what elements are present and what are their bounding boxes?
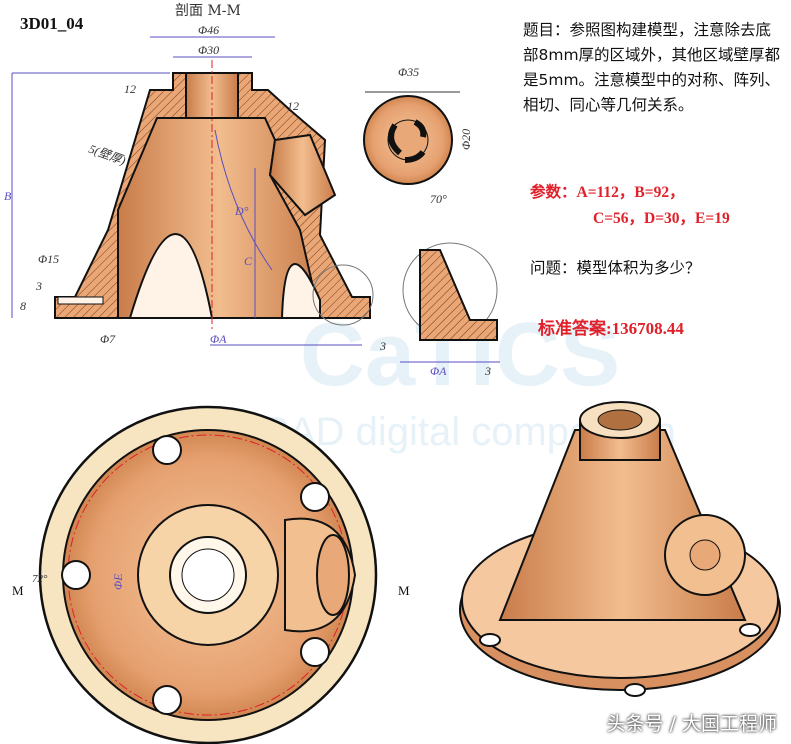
svg-text:Φ46: Φ46	[198, 23, 219, 37]
parameters-line-1: 参数：A=112，B=92，	[530, 184, 685, 201]
svg-text:Φ15: Φ15	[38, 252, 59, 266]
footer-watermark: 头条号 / 大国工程师	[606, 713, 777, 735]
question: 问题：模型体积为多少？	[530, 259, 701, 277]
svg-text:ΦE: ΦE	[111, 573, 125, 590]
end-view: Φ35 Φ20 70°	[363, 65, 473, 206]
svg-text:3: 3	[379, 339, 386, 353]
detail-view: ΦA 3	[400, 242, 500, 378]
svg-text:D°: D°	[234, 204, 249, 218]
svg-text:12: 12	[124, 82, 136, 96]
svg-text:Φ35: Φ35	[398, 65, 419, 79]
svg-text:Φ20: Φ20	[459, 129, 473, 150]
svg-text:M: M	[398, 583, 410, 598]
section-view: Φ46 Φ30 12 12 5(壁厚) B D° C Φ15 3 8 Φ7 ΦA…	[4, 23, 386, 353]
section-title: 剖面 M-M	[175, 3, 241, 19]
svg-text:M: M	[12, 583, 24, 598]
svg-text:8: 8	[20, 299, 26, 313]
problem-description: 题目：参照图构建模型，注意除去底部8mm厚的区域外，其他区域壁厚都是5mm。注意…	[523, 21, 781, 114]
drawing-id: 3D01_04	[20, 14, 84, 33]
svg-text:72°: 72°	[32, 573, 48, 585]
svg-text:Φ30: Φ30	[198, 43, 219, 57]
isometric-view	[459, 401, 781, 697]
svg-text:ΦA: ΦA	[210, 332, 227, 346]
svg-text:ΦA: ΦA	[430, 364, 447, 378]
svg-text:B: B	[4, 189, 12, 203]
parameters-line-2: C=56，D=30，E=19	[593, 210, 730, 227]
svg-text:5(壁厚): 5(壁厚)	[87, 142, 127, 168]
svg-text:70°: 70°	[430, 192, 447, 206]
svg-text:C: C	[244, 254, 253, 268]
svg-text:3: 3	[35, 279, 42, 293]
svg-text:3: 3	[484, 364, 491, 378]
parameters: 参数：A=112，B=92， C=56，D=30，E=19	[530, 180, 730, 232]
top-view: M M 72° ΦE	[12, 405, 410, 744]
svg-text:Φ7: Φ7	[100, 332, 116, 346]
answer: 标准答案:136708.44	[538, 319, 684, 338]
svg-text:12: 12	[287, 99, 299, 113]
